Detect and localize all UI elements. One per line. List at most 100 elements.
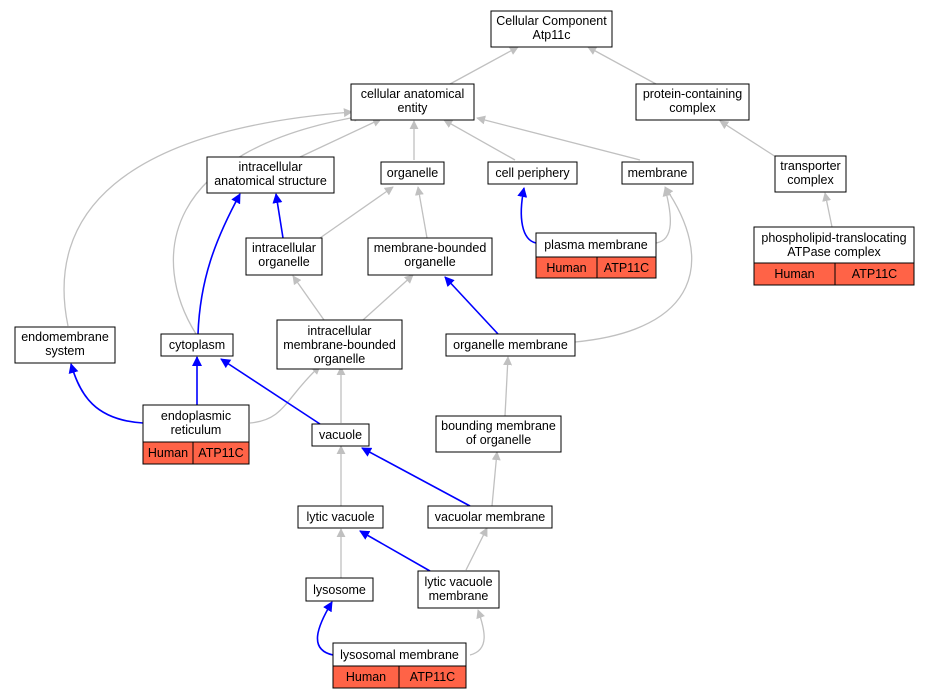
- edge-lysmembrane-lysosome[interactable]: [316, 601, 334, 656]
- node-label: complex: [787, 173, 834, 187]
- annotation-gene: ATP11C: [852, 267, 897, 281]
- annotation-species: Human: [346, 670, 386, 684]
- node-label: organelle: [404, 255, 455, 269]
- edge-transporter-pcc: [719, 120, 777, 158]
- node-intracellular-membrane-bounded-organelle[interactable]: intracellular membrane-bounded organelle: [276, 319, 403, 370]
- node-label: membrane-bounded: [283, 338, 396, 352]
- node-lysosomal-membrane[interactable]: lysosomal membrane Human ATP11C: [332, 642, 467, 689]
- node-label: organelle: [387, 166, 438, 180]
- node-label: lysosomal membrane: [340, 648, 459, 662]
- edge-cytoplasm-cae: [172, 112, 363, 335]
- node-cell-periphery[interactable]: cell periphery: [487, 161, 578, 185]
- edge-vacmembrane-bounding: [491, 451, 501, 507]
- edge-pcc-root: [587, 46, 657, 85]
- node-label: intracellular: [252, 241, 316, 255]
- node-transporter-complex[interactable]: transporter complex: [774, 155, 847, 193]
- node-intracellular-anatomical-structure[interactable]: intracellular anatomical structure: [206, 156, 335, 194]
- edge-cytoplasm-ias[interactable]: [197, 193, 241, 335]
- node-lytic-vacuole[interactable]: lytic vacuole: [297, 505, 384, 529]
- edge-endomembrane-cae: [63, 108, 353, 327]
- node-root[interactable]: Cellular Component Atp11c: [490, 10, 613, 48]
- node-bounding-membrane-of-organelle[interactable]: bounding membrane of organelle: [435, 415, 562, 453]
- node-label: plasma membrane: [544, 238, 648, 252]
- node-label: membrane: [429, 589, 489, 603]
- edge-intracellorg-ias[interactable]: [272, 193, 284, 239]
- edges: [63, 46, 833, 656]
- annotation-gene: ATP11C: [198, 446, 243, 460]
- node-label: phospholipid-translocating: [761, 231, 906, 245]
- node-label: intracellular: [308, 324, 372, 338]
- annotation-gene: ATP11C: [410, 670, 455, 684]
- node-endomembrane-system[interactable]: endomembrane system: [14, 326, 116, 364]
- node-label: of organelle: [466, 433, 531, 447]
- node-label: organelle membrane: [453, 338, 568, 352]
- edge-vacmembrane-vacuole[interactable]: [361, 447, 471, 507]
- node-organelle-membrane[interactable]: organelle membrane: [445, 333, 576, 357]
- node-label: intracellular: [239, 160, 303, 174]
- edge-orgmembrane-membrane: [574, 186, 693, 343]
- node-label: reticulum: [171, 423, 222, 437]
- node-label: lysosome: [313, 583, 366, 597]
- node-cytoplasm[interactable]: cytoplasm: [160, 333, 234, 357]
- node-label: complex: [669, 101, 716, 115]
- node-plasma-membrane[interactable]: plasma membrane Human ATP11C: [535, 232, 657, 279]
- node-label: ATPase complex: [787, 245, 881, 259]
- edge-intracellorg-organelle: [319, 186, 394, 239]
- node-label: endomembrane: [21, 330, 109, 344]
- node-label: bounding membrane: [441, 419, 556, 433]
- node-protein-containing-complex[interactable]: protein-containing complex: [635, 83, 750, 121]
- node-lytic-vacuole-membrane[interactable]: lytic vacuole membrane: [417, 570, 500, 609]
- node-membrane-bounded-organelle[interactable]: membrane-bounded organelle: [367, 237, 493, 276]
- annotation-species: Human: [774, 267, 814, 281]
- edge-mbo-organelle: [414, 186, 428, 239]
- edge-lvm-lyticvacuole[interactable]: [359, 530, 431, 572]
- node-label: membrane-bounded: [374, 241, 487, 255]
- node-label: system: [45, 344, 85, 358]
- annotation-species: Human: [546, 261, 586, 275]
- node-label: organelle: [314, 352, 365, 366]
- node-intracellular-organelle[interactable]: intracellular organelle: [245, 237, 323, 276]
- edge-plasmamembrane-membrane: [655, 187, 672, 244]
- node-label: protein-containing: [643, 87, 742, 101]
- node-label: membrane: [628, 166, 688, 180]
- edge-cellperiphery-cae: [443, 119, 516, 161]
- edge-membrane-cae: [476, 115, 641, 161]
- node-label: transporter: [780, 159, 840, 173]
- node-label: vacuole: [319, 428, 362, 442]
- edge-orgmembrane-mbo[interactable]: [444, 276, 499, 335]
- edge-phospho-transporter: [822, 192, 833, 228]
- edge-imbo-mbo: [362, 274, 414, 321]
- node-label: anatomical structure: [214, 174, 327, 188]
- node-cellular-anatomical-entity[interactable]: cellular anatomical entity: [350, 83, 475, 121]
- annotation-gene: ATP11C: [604, 261, 649, 275]
- edge-er-imbo: [249, 365, 321, 424]
- edge-vacuole-cytoplasm[interactable]: [220, 358, 321, 425]
- edge-lvm-vacmembrane: [465, 527, 488, 571]
- node-label: endoplasmic: [161, 409, 231, 423]
- node-phospholipid-translocating-atpase-complex[interactable]: phospholipid-translocating ATPase comple…: [753, 226, 915, 286]
- node-label: lytic vacuole: [306, 510, 374, 524]
- annotation-species: Human: [148, 446, 188, 460]
- node-label: cell periphery: [495, 166, 570, 180]
- node-label: lytic vacuole: [424, 575, 492, 589]
- edge-ias-cae: [299, 118, 382, 158]
- node-label: vacuolar membrane: [435, 510, 546, 524]
- node-label: organelle: [258, 255, 309, 269]
- node-vacuole[interactable]: vacuole: [311, 423, 370, 447]
- node-lysosome[interactable]: lysosome: [305, 577, 374, 602]
- node-organelle[interactable]: organelle: [380, 161, 445, 185]
- node-label: Atp11c: [533, 28, 571, 42]
- node-vacuolar-membrane[interactable]: vacuolar membrane: [427, 505, 553, 529]
- edge-er-endomembrane[interactable]: [68, 363, 144, 424]
- node-label: cellular anatomical: [361, 87, 465, 101]
- node-label: Cellular Component: [496, 14, 607, 28]
- edge-imbo-intracellorg: [292, 275, 325, 321]
- edge-plasmamembrane-cellperiphery[interactable]: [517, 187, 537, 244]
- node-label: cytoplasm: [169, 338, 225, 352]
- node-membrane[interactable]: membrane: [621, 161, 694, 185]
- node-endoplasmic-reticulum[interactable]: endoplasmic reticulum Human ATP11C: [142, 404, 250, 465]
- edge-bounding-orgmembrane: [503, 356, 513, 417]
- edge-lysmembrane-lvm: [469, 609, 485, 656]
- node-label: entity: [398, 101, 429, 115]
